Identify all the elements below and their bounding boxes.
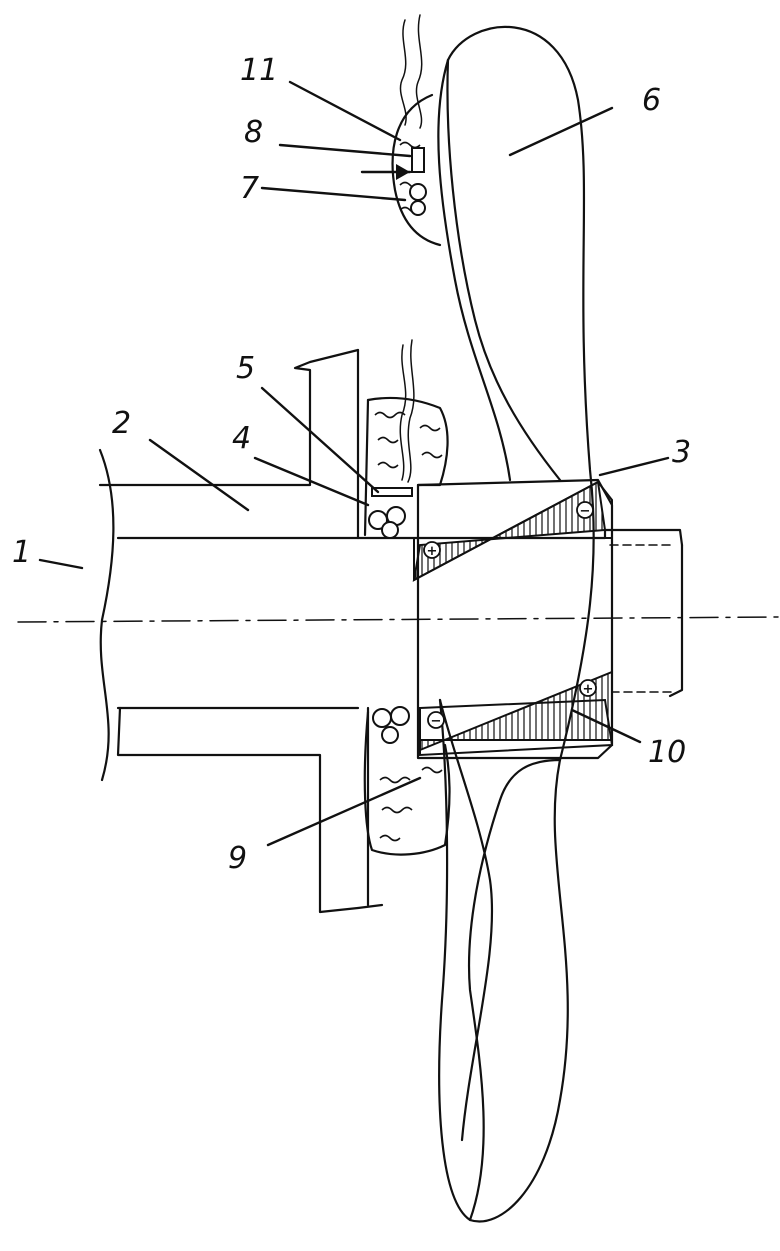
plus-terminal-lower bbox=[579, 679, 597, 697]
plus-sign: + bbox=[427, 544, 438, 559]
label-9: 9 bbox=[228, 841, 247, 876]
label-4: 4 bbox=[232, 421, 251, 456]
leader-lines bbox=[38, 80, 670, 847]
propeller-hub: + − − + bbox=[412, 478, 614, 760]
seal-packing bbox=[363, 339, 451, 856]
plus-terminal-upper bbox=[423, 541, 441, 559]
label-1: 1 bbox=[12, 535, 31, 570]
label-10: 10 bbox=[648, 735, 686, 770]
stern-tube-housing bbox=[98, 348, 384, 914]
ball-7b bbox=[410, 200, 426, 216]
label-11: 11 bbox=[240, 53, 278, 88]
minus-terminal-lower bbox=[427, 711, 445, 729]
label-6: 6 bbox=[642, 83, 661, 118]
minus-terminal-upper bbox=[576, 501, 594, 519]
label-5: 5 bbox=[236, 351, 255, 386]
minus-sign-lower: − bbox=[431, 714, 442, 729]
minus-sign: − bbox=[580, 504, 591, 519]
label-8: 8 bbox=[244, 115, 263, 150]
label-3: 3 bbox=[672, 435, 691, 470]
seal-ring-5 bbox=[371, 487, 413, 497]
ball-7 bbox=[409, 183, 427, 201]
plus-sign-lower: + bbox=[583, 682, 594, 697]
sensor-plate-8 bbox=[411, 147, 425, 173]
label-7: 7 bbox=[240, 171, 259, 206]
propeller-blade bbox=[437, 25, 595, 1223]
label-2: 2 bbox=[112, 406, 131, 441]
upper-seal-chamber bbox=[360, 14, 442, 247]
shaft bbox=[17, 528, 780, 710]
